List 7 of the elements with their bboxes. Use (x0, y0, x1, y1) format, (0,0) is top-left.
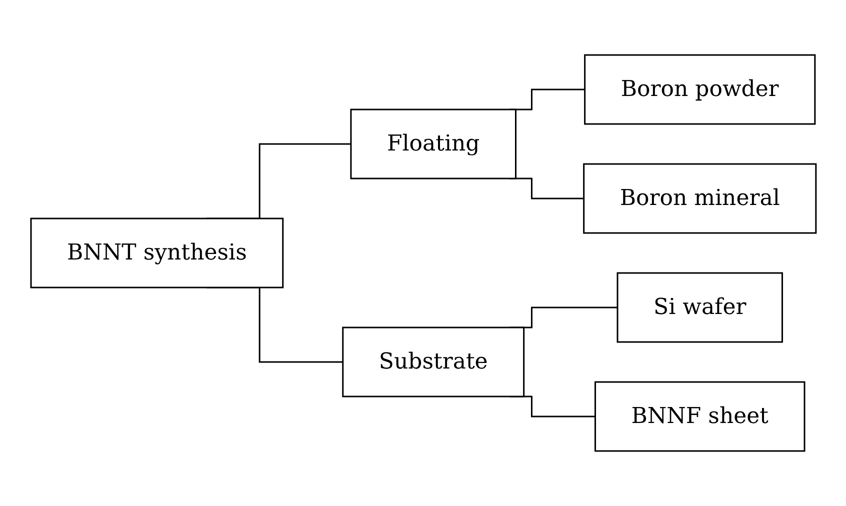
node-box: BNNT synthesis (30, 218, 284, 288)
node-box: Substrate (342, 326, 524, 398)
node-box: Floating (350, 108, 516, 180)
node-box: Boron powder (584, 54, 816, 125)
node-box: BNNF sheet (594, 381, 805, 452)
node-box: Boron mineral (582, 163, 816, 234)
node-box: Si wafer (616, 272, 783, 343)
